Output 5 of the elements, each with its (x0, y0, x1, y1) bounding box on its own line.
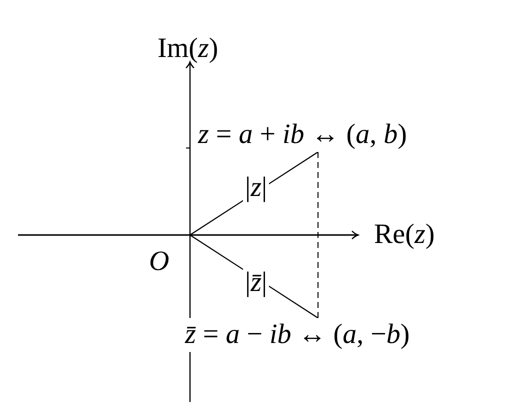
origin-label: O (149, 245, 170, 279)
axis-label: Im(z) (158, 32, 218, 66)
axis-label: Re(z) (374, 218, 435, 252)
edge-label: |z̄| (243, 266, 270, 300)
point-label: z̄ = a − ib ↔ (a, −b) (185, 318, 410, 352)
